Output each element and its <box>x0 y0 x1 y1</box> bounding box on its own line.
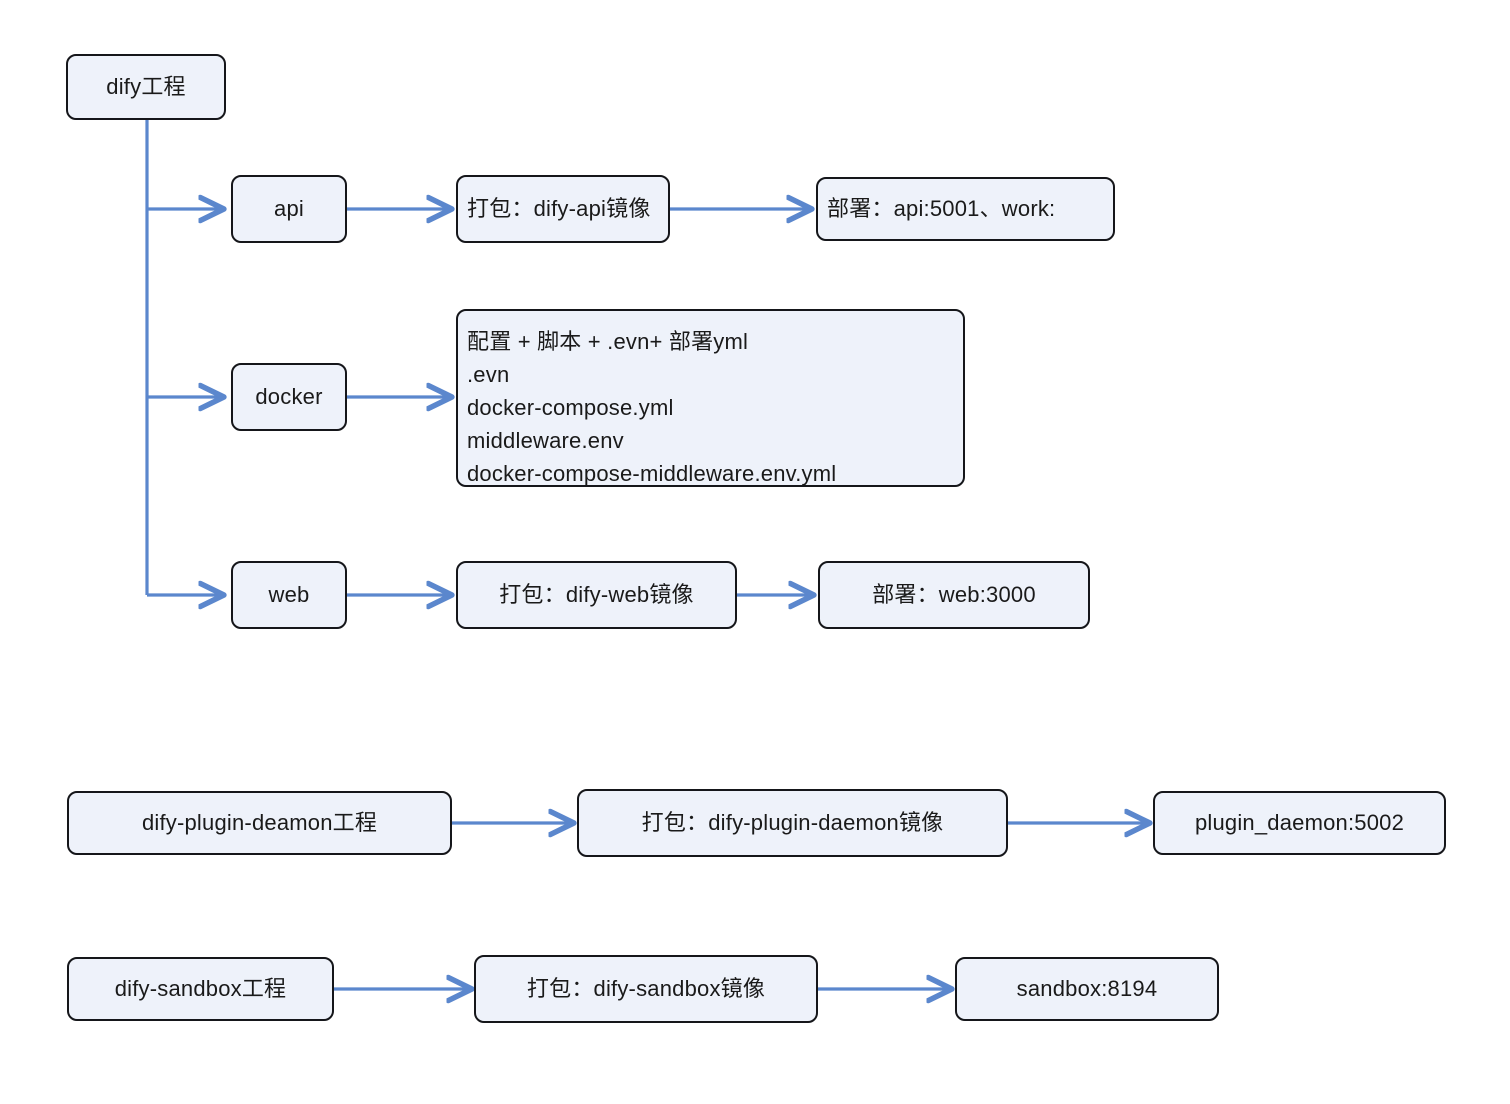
node-web-build[interactable]: 打包：dify-web镜像 <box>456 561 737 629</box>
node-dify-project[interactable]: dify工程 <box>66 54 226 120</box>
node-web[interactable]: web <box>231 561 347 629</box>
node-api-deploy[interactable]: 部署：api:5001、work: <box>816 177 1115 241</box>
node-api[interactable]: api <box>231 175 347 243</box>
node-api-build[interactable]: 打包：dify-api镜像 <box>456 175 670 243</box>
node-sandbox-build[interactable]: 打包：dify-sandbox镜像 <box>474 955 818 1023</box>
node-plugin-daemon-build[interactable]: 打包：dify-plugin-daemon镜像 <box>577 789 1008 857</box>
node-web-deploy[interactable]: 部署：web:3000 <box>818 561 1090 629</box>
node-docker[interactable]: docker <box>231 363 347 431</box>
node-plugin-daemon-project[interactable]: dify-plugin-deamon工程 <box>67 791 452 855</box>
node-docker-files[interactable]: 配置 + 脚本 + .evn+ 部署yml .evn docker-compos… <box>456 309 965 487</box>
node-sandbox-deploy[interactable]: sandbox:8194 <box>955 957 1219 1021</box>
node-plugin-daemon-deploy[interactable]: plugin_daemon:5002 <box>1153 791 1446 855</box>
node-sandbox-project[interactable]: dify-sandbox工程 <box>67 957 334 1021</box>
